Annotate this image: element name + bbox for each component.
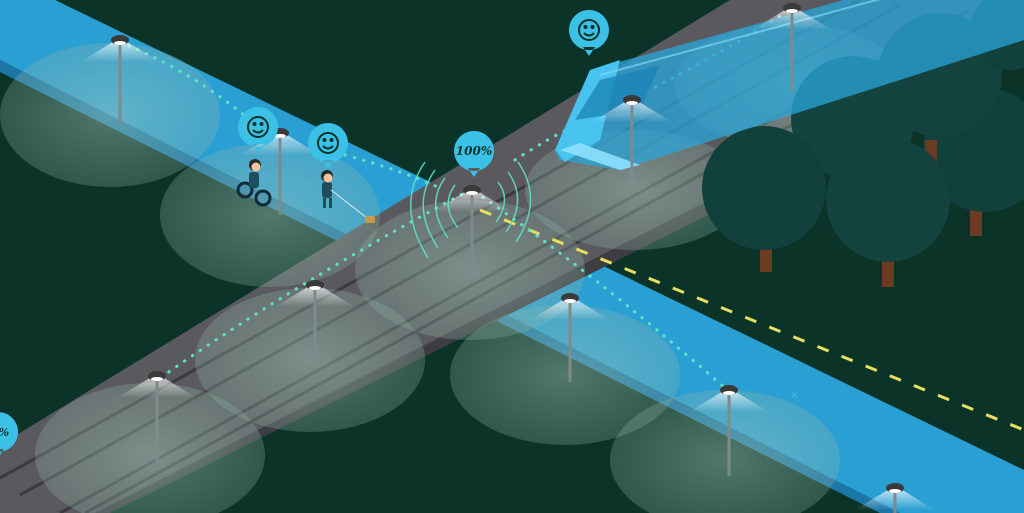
street-lamp bbox=[752, 3, 832, 92]
level-badge: 0% bbox=[0, 412, 18, 455]
street-lamp bbox=[592, 95, 672, 185]
street-lamp bbox=[855, 483, 935, 513]
dog-walker bbox=[321, 170, 375, 223]
smiley-icon bbox=[317, 132, 339, 154]
status-badges: 100% 0% bbox=[0, 10, 609, 455]
emission-waves bbox=[409, 161, 532, 259]
street-lamp bbox=[117, 371, 197, 462]
smiley-badge bbox=[237, 107, 278, 153]
street-lamp bbox=[80, 35, 160, 125]
street-lamp bbox=[530, 293, 610, 382]
street-lamp bbox=[689, 385, 769, 476]
level-badge-label: 100% bbox=[456, 144, 492, 158]
signal-marker: × bbox=[790, 390, 798, 401]
power-line bbox=[479, 208, 1024, 432]
tram bbox=[555, 0, 1024, 170]
cyclist bbox=[236, 159, 272, 207]
smiley-icon bbox=[247, 116, 269, 138]
street-lamp bbox=[275, 280, 355, 368]
smiley-icon bbox=[578, 19, 600, 41]
smiley-badge bbox=[568, 10, 609, 56]
level-badge-label: 0% bbox=[0, 426, 9, 439]
smiley-badge bbox=[307, 123, 348, 169]
level-badge: 100% bbox=[453, 131, 494, 177]
street-lamp bbox=[432, 185, 512, 278]
street-lamps bbox=[80, 3, 935, 513]
